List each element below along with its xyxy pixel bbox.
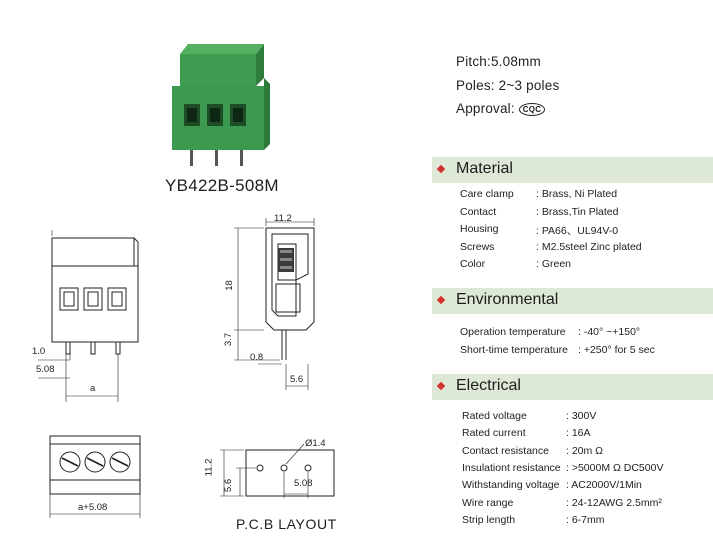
spec-key: Contact [460, 205, 497, 218]
electrical-title: Electrical [456, 377, 521, 394]
spec-key: Insulationt resistance [462, 461, 561, 474]
spec-key: Operation temperature [460, 326, 566, 338]
model-number: YB422B-508M [165, 176, 279, 195]
spec-key: Care clamp [460, 188, 514, 200]
spec-value: : 20m Ω [566, 444, 604, 457]
pcb-layout-drawing [220, 443, 335, 498]
spec-key: Withstanding voltage [462, 479, 560, 492]
dim-pin-width: 1.0 [32, 346, 46, 357]
spec-value: : 6-7mm [566, 513, 605, 526]
poles-spec: Poles: 2~3 poles [456, 78, 560, 93]
approval-spec: Approval: CQC [456, 101, 546, 116]
dim-side-height: 18 [223, 280, 235, 291]
material-title: Material [456, 160, 513, 177]
spec-key: Color [460, 258, 486, 270]
bullet-icon [436, 164, 446, 174]
spec-value: : >5000M Ω DC500V [566, 461, 664, 474]
spec-value: : 300V [566, 410, 597, 422]
dim-hole-dia: Ø1.4 [305, 438, 326, 449]
spec-value: : -40° ~+150° [578, 326, 641, 338]
dim-pitch: 5.08 [36, 364, 55, 375]
approval-label: Approval: [456, 101, 515, 116]
environmental-list: Operation temperature : -40° ~+150° Short-… [460, 326, 710, 366]
spec-key: Screws [460, 240, 495, 253]
spec-key: Housing [460, 223, 499, 235]
dim-bottom-span: a+5.08 [78, 502, 108, 513]
dim-pin-pitch: 5.6 [290, 374, 304, 385]
dim-pcb-pitch: 5.08 [294, 478, 313, 489]
spec-key: Wire range [462, 496, 514, 509]
dim-pin-offset: 0.8 [250, 352, 264, 363]
dim-span: a [90, 383, 96, 394]
spec-value: : 24-12AWG 2.5mm² [566, 496, 662, 509]
dim-pcb-row: 5.6 [223, 478, 235, 493]
environmental-header: Environmental [432, 288, 713, 314]
bottom-view-drawing [49, 435, 141, 518]
pcb-layout-label: P.C.B LAYOUT [236, 516, 337, 532]
spec-key: Short-time temperature [460, 344, 568, 356]
spec-value: : M2.5steel Zinc plated [536, 240, 642, 253]
material-header: Material [432, 157, 713, 183]
spec-value: : PA66、UL94V-0 [536, 225, 619, 237]
spec-key: Contact resistance [462, 444, 549, 457]
spec-value: : Green [536, 258, 572, 270]
pitch-spec: Pitch:5.08mm [456, 54, 541, 69]
spec-key: Rated voltage [462, 410, 527, 422]
product-photo [172, 44, 270, 166]
bullet-icon [436, 295, 446, 305]
side-view-drawing [234, 218, 315, 390]
electrical-list: Rated voltage : 300V Rated current : 16A Con… [462, 410, 712, 540]
spec-key: Rated current [462, 427, 526, 440]
bullet-icon [436, 381, 446, 391]
environmental-title: Environmental [456, 291, 559, 308]
spec-value: : +250° for 5 sec [578, 344, 655, 356]
spec-value: : 16A [566, 427, 591, 440]
electrical-header: Electrical [432, 374, 713, 400]
dim-pin-length: 3.7 [223, 332, 235, 347]
front-view-drawing [38, 230, 139, 402]
dim-side-width: 11.2 [274, 213, 292, 224]
cqc-mark-icon: CQC [518, 102, 546, 116]
spec-value: : Brass,Tin Plated [536, 205, 619, 218]
dim-pcb-depth: 11.2 [203, 458, 215, 477]
spec-value: : AC2000V/1Min [566, 479, 642, 492]
spec-key: Strip length [462, 513, 516, 526]
spec-value: : Brass, Ni Plated [536, 188, 618, 200]
